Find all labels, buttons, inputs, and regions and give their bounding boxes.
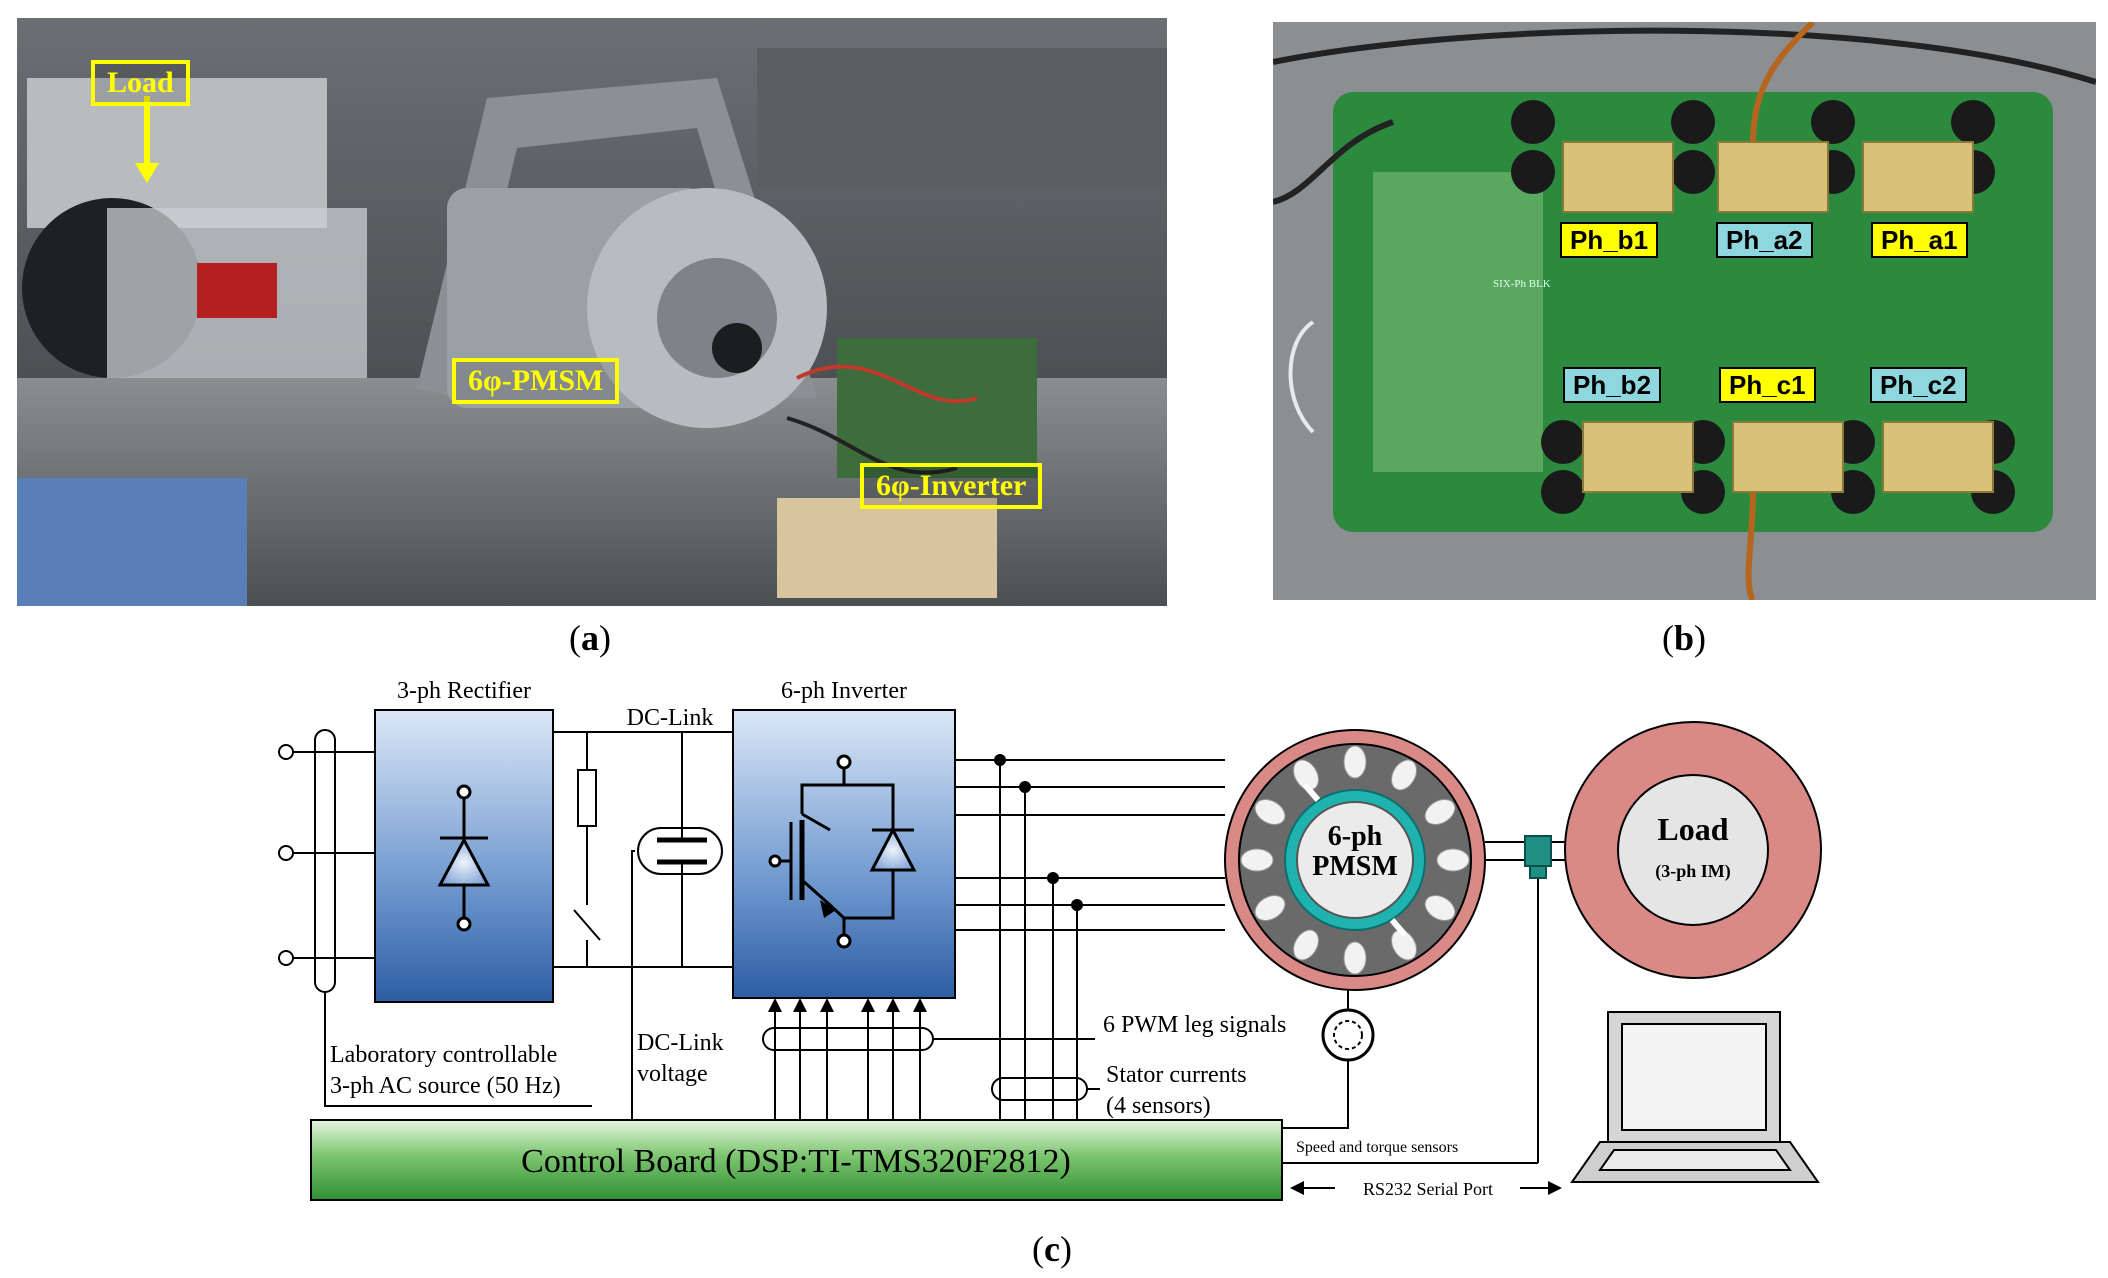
laptop-icon — [1570, 1011, 1820, 1183]
inverter-board-illustration: SIX-Ph BLK — [1273, 22, 2096, 600]
test-bench-illustration — [17, 18, 1167, 606]
phase-label-c1: Ph_c1 — [1719, 367, 1816, 403]
caption-b: (b) — [1661, 618, 1707, 658]
stator-sensors-label: (4 sensors) — [1106, 1093, 1211, 1119]
rectifier-label: 3-ph Rectifier — [397, 678, 531, 704]
ac-source-label-line2: 3-ph AC source (50 Hz) — [330, 1073, 561, 1099]
rs232-label: RS232 Serial Port — [1363, 1179, 1493, 1199]
label-inverter: 6φ-Inverter — [860, 463, 1043, 509]
inverter-label: 6-ph Inverter — [781, 678, 907, 704]
speed-torque-label: Speed and torque sensors — [1296, 1139, 1458, 1156]
label-load: Load — [91, 60, 190, 106]
load-label: Load — [1657, 811, 1728, 847]
pmsm-motor-icon — [1224, 729, 1486, 991]
dc-voltage-label-line1: DC-Link — [637, 1030, 724, 1056]
phase-label-a2: Ph_a2 — [1716, 222, 1813, 258]
igbt-icon — [768, 754, 917, 949]
motor-label-line1: 6-ph — [1328, 821, 1383, 852]
phase-label-b2: Ph_b2 — [1563, 367, 1662, 403]
phase-label-b1: Ph_b1 — [1560, 222, 1659, 258]
caption-a: (a) — [569, 618, 611, 658]
inverter-block — [732, 709, 956, 999]
caption-c: (c) — [1032, 1229, 1072, 1269]
board-silkscreen: SIX-Ph BLK — [1493, 278, 1551, 290]
load-sublabel: (3-ph IM) — [1655, 861, 1731, 882]
torque-sensor-icon — [1524, 835, 1552, 867]
stator-currents-label: Stator currents — [1106, 1062, 1247, 1088]
phase-label-a1: Ph_a1 — [1871, 222, 1968, 258]
photo-test-bench: Load 6φ-PMSM 6φ-Inverter — [17, 18, 1167, 606]
dc-link-label: DC-Link — [627, 705, 714, 731]
pwm-label: 6 PWM leg signals — [1103, 1012, 1286, 1038]
motor-label-line2: PMSM — [1312, 851, 1398, 882]
label-pmsm: 6φ-PMSM — [452, 358, 620, 404]
diode-icon — [437, 784, 491, 932]
dc-voltage-label-line2: voltage — [637, 1061, 708, 1087]
control-board — [310, 1119, 1283, 1201]
ac-source-label-line1: Laboratory controllable — [330, 1042, 557, 1068]
photo-inverter-board: SIX-Ph BLK Ph_b1 Ph_a2 Ph_a1 Ph_b2 Ph_c1… — [1273, 22, 2096, 600]
control-board-label: Control Board (DSP:TI-TMS320F2812) — [521, 1143, 1071, 1180]
phase-label-c2: Ph_c2 — [1870, 367, 1967, 403]
